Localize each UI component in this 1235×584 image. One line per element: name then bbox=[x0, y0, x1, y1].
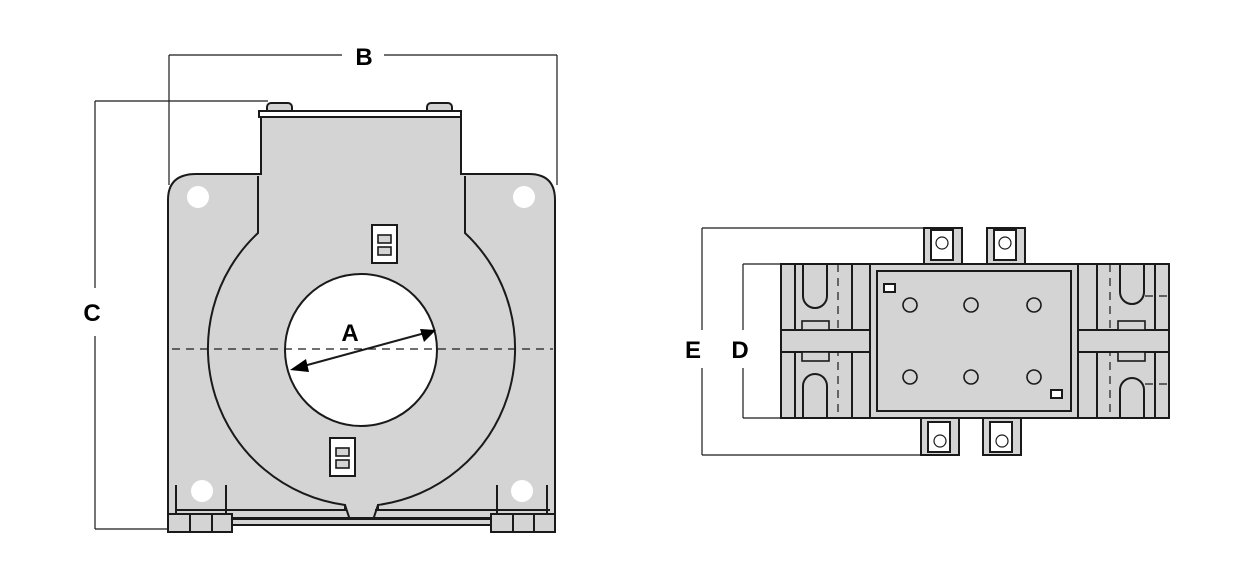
terminals-bottom bbox=[920, 417, 1022, 456]
dimension-c: C bbox=[83, 100, 268, 530]
left-bracket bbox=[780, 264, 871, 418]
mounting-hole bbox=[513, 186, 535, 208]
clip-bottom bbox=[329, 437, 356, 477]
mounting-feet bbox=[167, 485, 556, 533]
front-view: C B bbox=[83, 44, 558, 533]
core-ring-outline bbox=[175, 176, 550, 511]
dimension-e: E bbox=[685, 227, 925, 456]
dimension-a: A bbox=[290, 320, 436, 372]
terminals-top bbox=[923, 227, 1026, 265]
right-bracket bbox=[1077, 264, 1170, 418]
dimension-c-label: C bbox=[83, 300, 100, 327]
dimension-d-label: D bbox=[731, 337, 748, 364]
dimension-a-label: A bbox=[341, 320, 358, 347]
mounting-hole bbox=[511, 480, 533, 502]
dimension-e-label: E bbox=[685, 337, 701, 364]
top-view: E D bbox=[685, 227, 1170, 456]
mounting-hole bbox=[187, 186, 209, 208]
dimension-b: B bbox=[168, 44, 558, 185]
dimension-d: D bbox=[731, 263, 783, 419]
dimension-b-label: B bbox=[355, 44, 372, 71]
clip-top bbox=[371, 224, 398, 264]
housing-holes bbox=[902, 297, 1042, 385]
mounting-hole bbox=[191, 480, 213, 502]
